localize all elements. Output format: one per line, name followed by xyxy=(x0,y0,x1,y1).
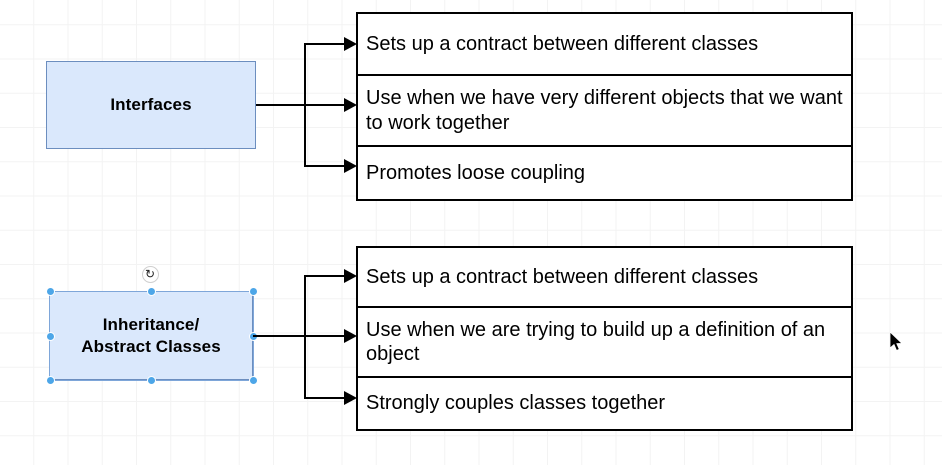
connector-inheritance-trunk[interactable] xyxy=(304,276,306,399)
resize-handle-top-center[interactable] xyxy=(146,286,156,296)
arrow-head-icon xyxy=(344,269,357,283)
connector-inheritance-branch-2[interactable] xyxy=(304,335,348,337)
shape-interfaces-label: Interfaces xyxy=(110,95,192,115)
connector-inheritance-stem[interactable] xyxy=(253,335,306,337)
shape-inheritance-label: Inheritance/ Abstract Classes xyxy=(81,314,221,357)
shape-inheritance-abstract-classes[interactable]: Inheritance/ Abstract Classes xyxy=(49,291,253,380)
resize-handle-bottom-center[interactable] xyxy=(146,375,156,385)
mouse-pointer-icon xyxy=(890,332,903,352)
list-item[interactable]: Sets up a contract between different cla… xyxy=(358,248,851,308)
connector-inheritance-branch-3[interactable] xyxy=(304,397,348,399)
shape-inheritance-label-line2: Abstract Classes xyxy=(81,336,221,356)
list-item[interactable]: Strongly couples classes together xyxy=(366,392,666,415)
arrow-head-icon xyxy=(344,159,357,173)
resize-handle-middle-left[interactable] xyxy=(45,331,55,341)
connector-interfaces-branch-2[interactable] xyxy=(304,104,348,106)
connector-interfaces-branch-3[interactable] xyxy=(304,165,348,167)
list-item[interactable]: Use when we have very different objects … xyxy=(358,76,851,147)
shape-interfaces[interactable]: Interfaces xyxy=(46,61,256,149)
connector-interfaces-stem[interactable] xyxy=(256,104,306,106)
connector-interfaces-branch-1[interactable] xyxy=(304,43,348,45)
list-inheritance-notes[interactable]: Sets up a contract between different cla… xyxy=(356,246,853,431)
arrow-head-icon xyxy=(344,329,357,343)
list-item[interactable]: Sets up a contract between different cla… xyxy=(358,14,851,76)
resize-handle-bottom-right[interactable] xyxy=(248,375,258,385)
list-item[interactable]: Use when we are trying to build up a def… xyxy=(358,308,851,378)
shape-inheritance-label-line1: Inheritance/ xyxy=(102,315,200,335)
arrow-head-icon xyxy=(344,391,357,405)
connector-inheritance-branch-1[interactable] xyxy=(304,275,348,277)
resize-handle-top-left[interactable] xyxy=(45,286,55,296)
rotate-icon[interactable]: ↻ xyxy=(141,265,159,283)
arrow-head-icon xyxy=(344,37,357,51)
list-interfaces-notes[interactable]: Sets up a contract between different cla… xyxy=(356,12,853,201)
arrow-head-icon xyxy=(344,98,357,112)
resize-handle-bottom-left[interactable] xyxy=(45,375,55,385)
list-item[interactable]: Promotes loose coupling xyxy=(366,161,586,184)
resize-handle-top-right[interactable] xyxy=(248,286,258,296)
rotate-glyph: ↻ xyxy=(144,267,156,281)
